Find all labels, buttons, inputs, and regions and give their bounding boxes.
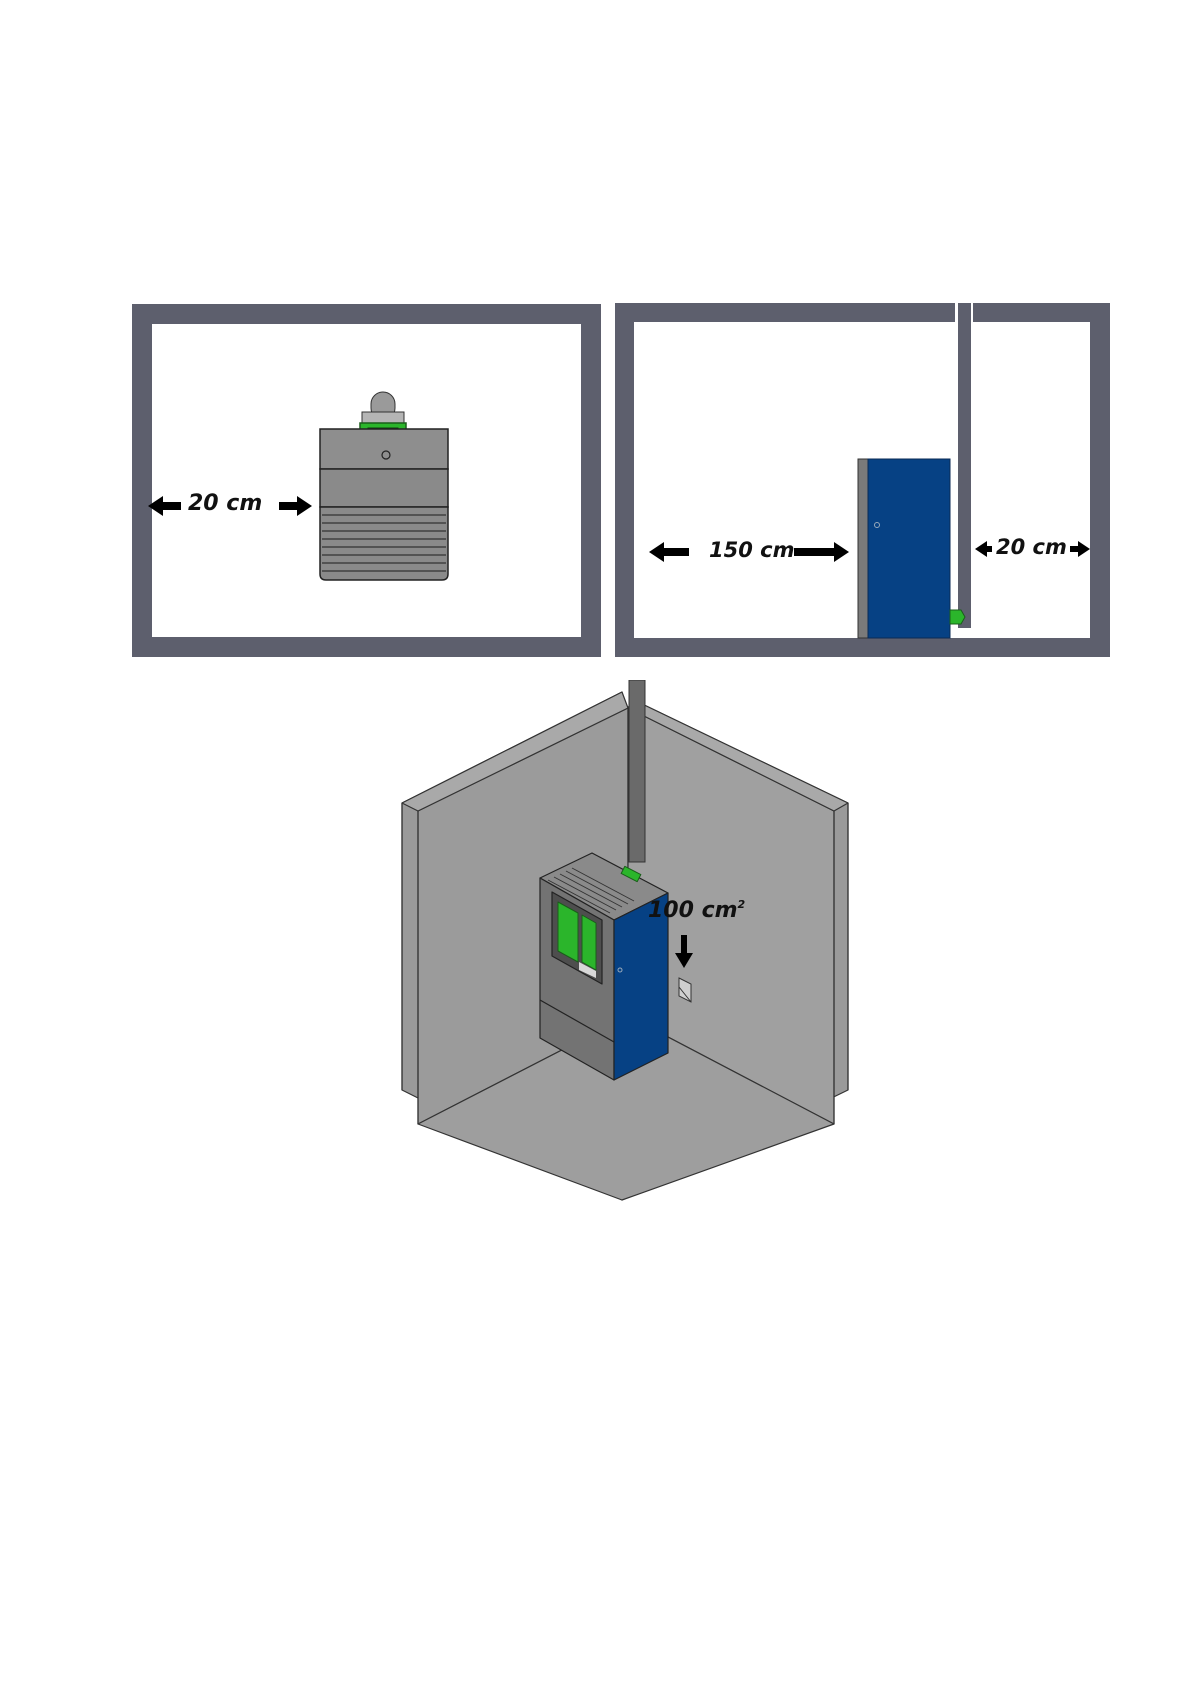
top-view-diagram: 20 cm: [132, 304, 601, 657]
stove-top-outline: [320, 429, 448, 580]
vent-area-label: 100 cm2: [648, 898, 745, 923]
isometric-drawing: [396, 680, 856, 1210]
stove-3d: [540, 853, 668, 1080]
stove-front-edge: [858, 459, 868, 638]
top-view-drawing: [132, 304, 601, 657]
green-outlet: [950, 610, 965, 624]
vent-area-value: 100 cm: [648, 898, 738, 923]
rear-clearance-label: 20 cm: [996, 535, 1067, 559]
top-view-clearance-label: 20 cm: [188, 491, 262, 516]
flue-pipe: [958, 303, 971, 628]
side-view-drawing: [615, 303, 1110, 657]
flue-pipe: [629, 680, 645, 862]
front-clearance-label: 150 cm: [709, 538, 794, 562]
side-view-diagram: 150 cm 20 cm: [615, 303, 1110, 657]
stove-side-panel: [868, 459, 950, 638]
vent-area-superscript: 2: [738, 898, 746, 911]
isometric-view-diagram: 100 cm2: [396, 680, 856, 1210]
